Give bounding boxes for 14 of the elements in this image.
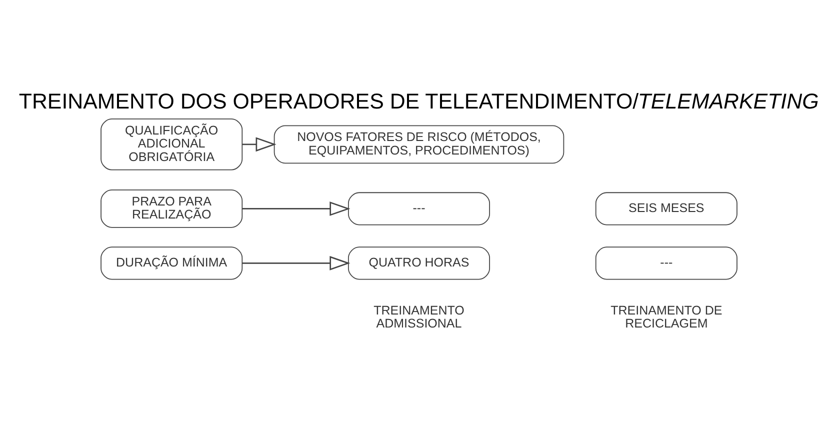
arrow: [242, 256, 350, 270]
node-box: PRAZO PARA REALIZAÇÃO: [100, 189, 243, 228]
node-box: DURAÇÃO MÍNIMA: [100, 246, 243, 280]
node-box: SEIS MESES: [595, 192, 738, 225]
node-box: NOVOS FATORES DE RISCO (MÉTODOS, EQUIPAMENTOS, PROCEDIMENTOS): [274, 124, 564, 164]
node-box: QUATRO HORAS: [348, 246, 490, 280]
label: TREINAMENTO ADMISSIONAL: [374, 302, 464, 330]
node-box: ---: [595, 246, 738, 280]
arrow: [242, 201, 350, 216]
node-box: QUALIFICAÇÃO ADICIONAL OBRIGATÓRIA: [100, 118, 243, 170]
label: TREINAMENTO DE RECICLAGEM: [610, 302, 722, 330]
arrow: [242, 136, 276, 152]
diagram-title: TREINAMENTO DOS OPERADORES DE TELEATENDIMENTO/TELEMARKETING: [18, 88, 819, 113]
node-box: ---: [348, 192, 490, 225]
